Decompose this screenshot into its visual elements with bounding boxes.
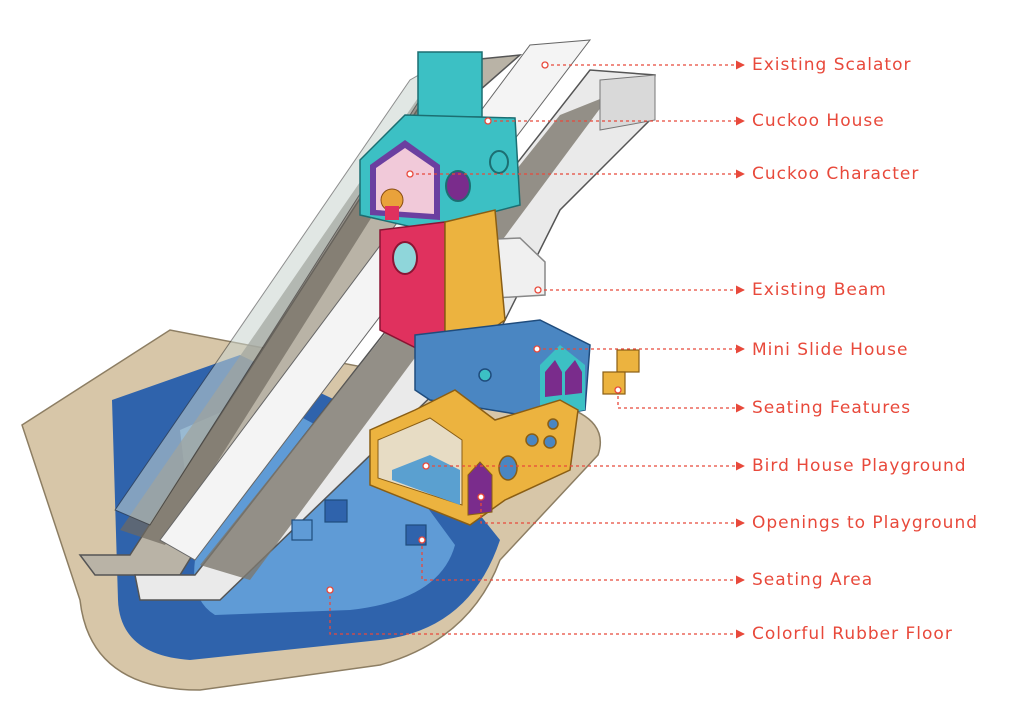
leader-colorful-rubber-floor (329, 590, 745, 639)
label-cuckoo-house: Cuckoo House (752, 111, 885, 131)
chimney (417, 51, 483, 118)
label-openings-to-playground: Openings to Playground (752, 513, 979, 533)
label-mini-slide-house: Mini Slide House (752, 340, 909, 360)
seat-cube-2 (602, 371, 626, 395)
label-bird-house-playground: Bird House Playground (752, 456, 967, 476)
seat-cube-1 (616, 349, 640, 373)
label-cuckoo-character: Cuckoo Character (752, 164, 920, 184)
label-seating-area: Seating Area (752, 570, 874, 590)
leader-seating-features (617, 390, 745, 413)
label-colorful-rubber-floor: Colorful Rubber Floor (752, 624, 953, 644)
leader-openings-to-playground (480, 497, 745, 528)
leader-seating-area (421, 540, 745, 585)
seat-blue-1 (291, 519, 313, 541)
seat-blue-2 (324, 499, 348, 523)
label-existing-beam: Existing Beam (752, 280, 887, 300)
magenta-tower (379, 221, 446, 351)
label-seating-features: Seating Features (752, 398, 912, 418)
label-existing-scalator: Existing Scalator (752, 55, 912, 75)
round-window-cuckoo (445, 170, 471, 202)
